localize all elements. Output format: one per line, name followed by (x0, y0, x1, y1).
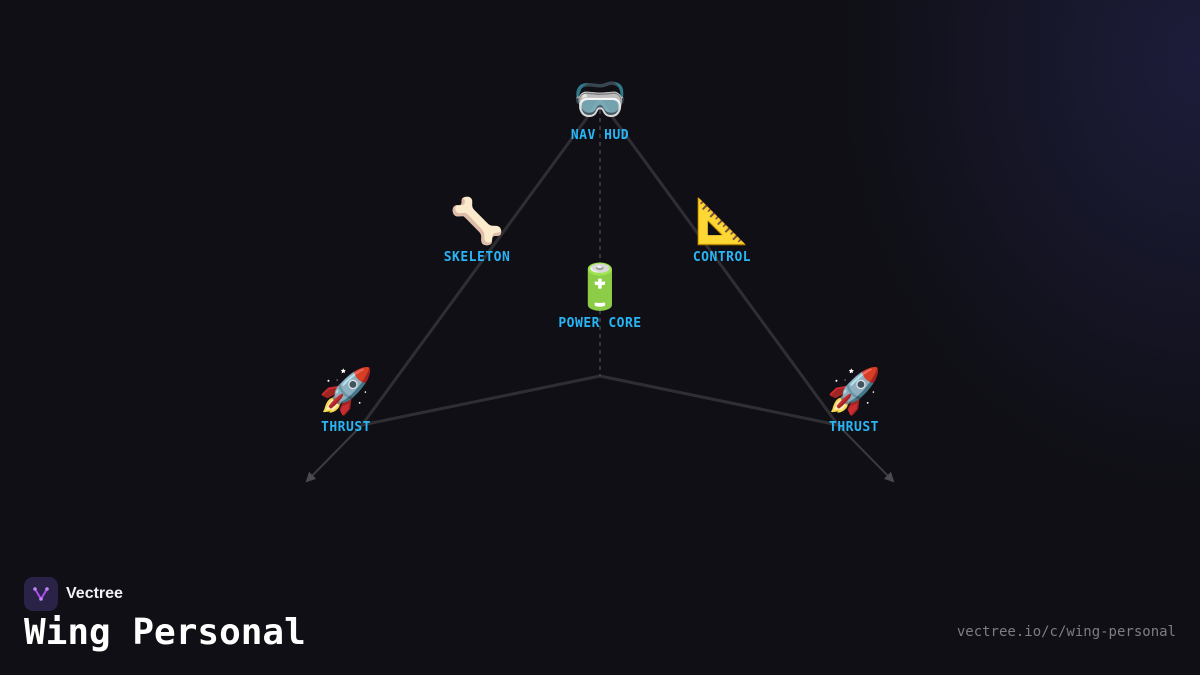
node-label: THRUST (829, 420, 879, 435)
node-thrust-left[interactable]: 🚀 THRUST (266, 366, 426, 435)
triangular-ruler-icon: 📐 (694, 196, 750, 247)
frame-base-left (361, 374, 601, 427)
frame-base-right (599, 374, 839, 427)
rocket-icon: 🚀 (318, 366, 374, 417)
node-skeleton[interactable]: 🦴 SKELETON (397, 196, 557, 265)
brand[interactable]: Vectree (24, 577, 123, 611)
node-power-core[interactable]: 🔋 POWER CORE (520, 262, 680, 331)
node-label: THRUST (321, 420, 371, 435)
node-control[interactable]: 📐 CONTROL (642, 196, 802, 265)
node-thrust-right[interactable]: 🚀 THRUST (774, 366, 934, 435)
rocket-icon: 🚀 (826, 366, 882, 417)
node-label: NAV HUD (570, 128, 630, 143)
node-label: SKELETON (443, 250, 511, 265)
node-label: POWER CORE (558, 316, 642, 331)
frame-edge-left (360, 99, 602, 426)
page-url[interactable]: vectree.io/c/wing-personal (956, 624, 1176, 640)
bone-icon: 🦴 (449, 196, 505, 247)
page-title: Wing Personal (24, 612, 306, 653)
thrust-arrow-left (305, 424, 363, 483)
node-label: CONTROL (692, 250, 752, 265)
brand-name: Vectree (66, 585, 123, 602)
vectree-logo-icon (24, 577, 58, 611)
frame-edge-right (598, 99, 840, 426)
battery-icon: 🔋 (572, 262, 628, 313)
node-nav-hud[interactable]: 🥽 NAV HUD (520, 74, 680, 143)
goggles-icon: 🥽 (572, 74, 628, 125)
thrust-arrow-right (837, 424, 895, 483)
